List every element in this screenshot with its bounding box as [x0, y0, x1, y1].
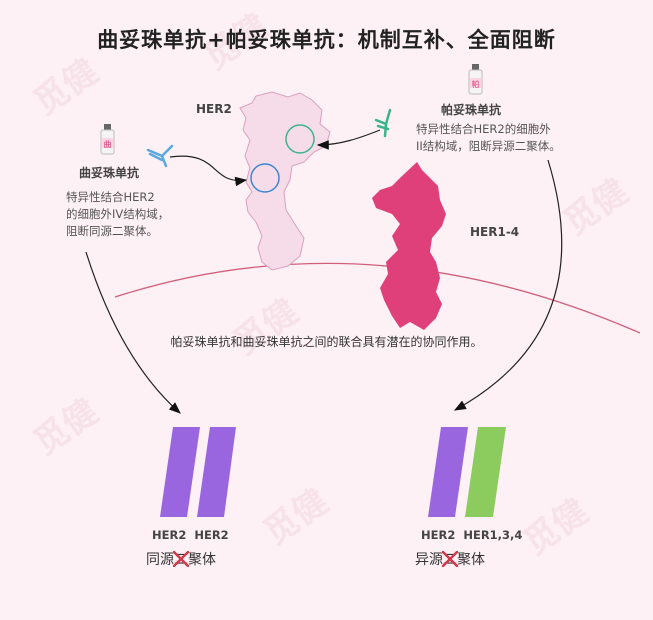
- trastuzumab-name: 曲妥珠单抗: [79, 166, 140, 180]
- pertuzumab-name: 帕妥珠单抗: [441, 103, 502, 117]
- crossed-out-text: 二: [173, 549, 189, 569]
- caption-text: 聚体: [457, 552, 485, 568]
- heterodimer-labels: HER2 HER1,3,4: [421, 528, 523, 542]
- page-title: 曲妥珠单抗+帕妥珠单抗：机制互补、全面阻断: [97, 28, 556, 52]
- heterodimer-caption: 异源二聚体: [415, 549, 485, 569]
- desc-line: II结构域，阻断异源二聚体。: [416, 139, 561, 153]
- heterodimer-her134-bar: [465, 427, 506, 517]
- pertuzumab-antibody-icon: [374, 108, 392, 138]
- caption-text: 聚体: [188, 552, 216, 568]
- arrow-to-homodimer: [85, 251, 181, 414]
- arrow-pertuzumab-to-her2: [316, 129, 381, 150]
- arrow-trastuzumab-to-her2: [169, 155, 248, 187]
- desc-line: 的细胞外IV结构域，: [66, 207, 170, 221]
- desc-line: 特异性结合HER2: [66, 190, 155, 204]
- trastuzumab-vial-icon: 曲: [100, 124, 115, 155]
- homodimer-her2-bar-1: [160, 427, 200, 517]
- synergy-note: 帕妥珠单抗和曲妥珠单抗之间的联合具有潜在的协同作用。: [170, 335, 483, 349]
- her2-receptor: [239, 91, 331, 271]
- crossed-out-text: 二: [442, 549, 458, 569]
- caption-text: 同源: [146, 552, 174, 568]
- her1-4-label: HER1-4: [470, 225, 520, 239]
- desc-line: 特异性结合HER2的细胞外: [416, 122, 551, 136]
- homodimer-labels: HER2 HER2: [152, 528, 229, 542]
- pertuzumab-description: 特异性结合HER2的细胞外 II结构域，阻断异源二聚体。: [416, 121, 561, 155]
- heterodimer-her2-bar: [428, 427, 468, 517]
- caption-text: 异源: [415, 552, 443, 568]
- her1-4-receptor: [372, 162, 446, 330]
- trastuzumab-antibody-icon: [146, 144, 174, 168]
- svg-text:帕: 帕: [472, 79, 480, 89]
- cell-membrane: [114, 262, 641, 334]
- domain-iv-circle: [250, 163, 280, 193]
- homodimer-her2-bar-2: [197, 427, 236, 517]
- her2-label: HER2: [196, 102, 232, 116]
- pertuzumab-vial-icon: 帕: [468, 64, 483, 95]
- svg-text:曲: 曲: [104, 139, 112, 149]
- trastuzumab-description: 特异性结合HER2 的细胞外IV结构域， 阻断同源二聚体。: [66, 189, 169, 240]
- desc-line: 阻断同源二聚体。: [66, 224, 158, 238]
- arrow-to-heterodimer: [453, 159, 563, 411]
- homodimer-caption: 同源二聚体: [146, 549, 216, 569]
- domain-ii-circle: [285, 124, 315, 154]
